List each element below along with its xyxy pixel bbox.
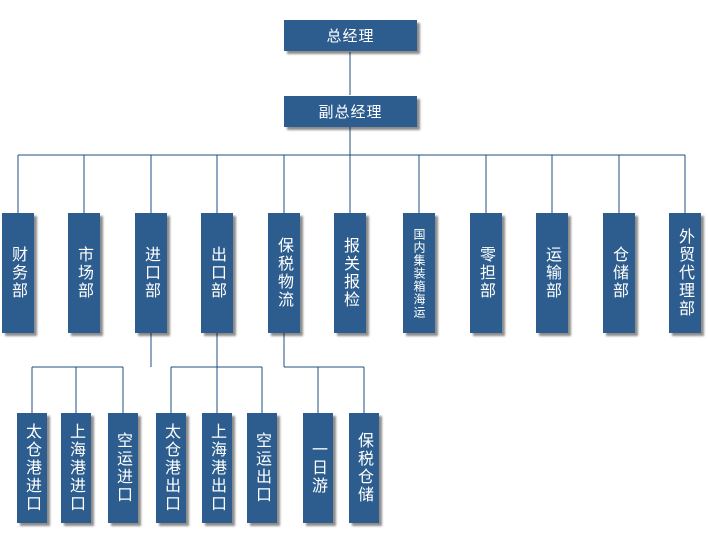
sub-one-day-tour: 一日游: [303, 413, 333, 523]
general-manager-box: 总经理: [284, 20, 417, 51]
dept-domestic-container-shipping: 国内集装箱海运: [403, 213, 435, 333]
dept-export: 出口部: [201, 213, 233, 333]
deputy-general-manager-box: 副总经理: [284, 96, 417, 127]
dept-marketing: 市场部: [68, 213, 100, 333]
dept-warehousing: 仓储部: [603, 213, 635, 333]
dept-import: 进口部: [135, 213, 167, 333]
sub-taicang-export: 太仓港出口: [156, 413, 186, 523]
sub-shanghai-export: 上海港出口: [202, 413, 232, 523]
dept-customs-inspection: 报关报检: [334, 213, 366, 333]
sub-taicang-import: 太仓港进口: [17, 413, 47, 523]
sub-shanghai-import: 上海港进口: [61, 413, 91, 523]
dept-ltl: 零担部: [470, 213, 502, 333]
dept-transport: 运输部: [536, 213, 568, 333]
dept-finance: 财务部: [2, 213, 34, 333]
dept-bonded-logistics: 保税物流: [268, 213, 300, 333]
sub-air-export: 空运出口: [247, 413, 277, 523]
dept-foreign-trade-agency: 外贸代理部: [669, 213, 701, 333]
sub-air-import: 空运进口: [108, 413, 138, 523]
sub-bonded-warehousing: 保税仓储: [349, 413, 379, 523]
